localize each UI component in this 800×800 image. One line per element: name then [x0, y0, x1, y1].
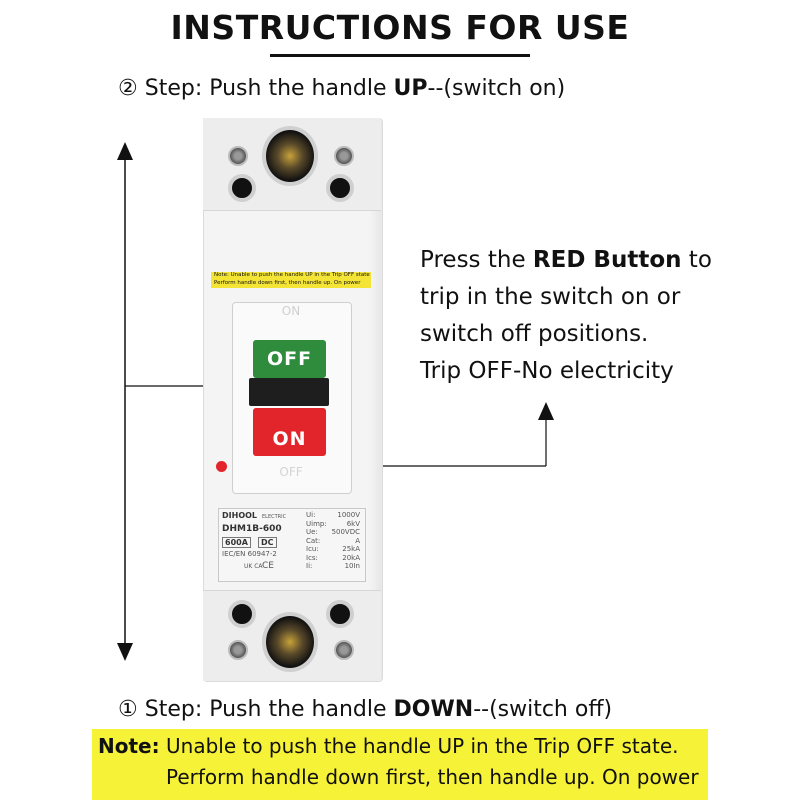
spec-row: Uimp: 6kV [306, 520, 360, 529]
step-one-suffix: --(switch off) [473, 697, 613, 722]
spec-key: Ii: [306, 562, 313, 570]
step-two-bold: UP [393, 76, 428, 101]
spec-key: Cat: [306, 536, 321, 545]
bottom-left-mount-hole-icon [228, 600, 256, 628]
press-bold: RED Button [532, 247, 682, 273]
step-one-number: ① [118, 697, 138, 722]
spec-value: 20kA [342, 553, 360, 562]
up-arrow-head [117, 142, 133, 160]
spec-row: Ii: 10In [306, 562, 360, 571]
breaker-warning-strip [211, 272, 371, 288]
off-position-label: OFF [279, 465, 303, 479]
spec-value: 6kV [346, 519, 360, 528]
bottom-left-screw-icon [228, 640, 248, 660]
note-label: Note: [98, 734, 160, 758]
spec-row: Ui: 1000V [306, 511, 360, 520]
top-left-mount-hole-icon [228, 174, 256, 202]
bottom-right-mount-hole-icon [326, 600, 354, 628]
spec-value: A [355, 536, 360, 545]
title-underline [270, 54, 530, 57]
press-line3: switch off positions. [420, 321, 649, 347]
brand-sub-label: ELECTRIC [262, 514, 287, 520]
step-two-number: ② [118, 76, 138, 101]
spec-list: Ui: 1000V Uimp: 6kV Ue: 500VDC Cat: A Icu: 25… [306, 511, 360, 571]
press-pre: Press the [420, 247, 533, 273]
press-post: to [681, 247, 712, 273]
breaker-warning-line2: Perform handle down first, then handle u… [214, 280, 361, 286]
spec-row: Ue: 500VDC [306, 528, 360, 537]
note-line1: Unable to push the handle UP in the Trip… [166, 734, 679, 758]
step-one-prefix: Step: Push the handle [144, 697, 394, 722]
spec-value: 1000V [337, 511, 360, 519]
note-box [92, 729, 708, 800]
breaker-handle[interactable] [249, 378, 329, 406]
on-position-label: ON [281, 304, 301, 318]
top-right-mount-hole-icon [326, 174, 354, 202]
ukca-mark: UK CA [244, 563, 263, 570]
current-type-label: DC [258, 537, 277, 548]
red-button-arrow-head [538, 402, 554, 420]
spec-value: 10In [344, 562, 360, 570]
step-one-instruction: ① Step: Push the handle DOWN--(switch of… [118, 697, 612, 722]
spec-row: Ics: 20kA [306, 554, 360, 563]
top-right-screw-icon [334, 146, 354, 166]
spec-value: 25kA [342, 545, 360, 553]
step-two-prefix: Step: Push the handle [144, 76, 394, 101]
bottom-right-screw-icon [334, 640, 354, 660]
model-label: DHM1B-600 [222, 524, 282, 534]
top-terminal-icon [262, 126, 318, 186]
ce-mark: CE [262, 561, 274, 571]
red-button-instructions: Press the RED Button to trip in the swit… [420, 242, 712, 390]
spec-label-panel [218, 508, 366, 582]
spec-key: Ics: [306, 553, 318, 562]
press-line2: trip in the switch on or [420, 284, 681, 310]
note-line2: Perform handle down first, then handle u… [166, 765, 699, 789]
rating-label: 600A [222, 537, 251, 548]
step-one-bold: DOWN [393, 697, 474, 722]
on-indicator: ON [253, 408, 326, 456]
spec-key: Uimp: [306, 519, 327, 528]
spec-key: Ui: [306, 511, 316, 519]
spec-key: Ue: [306, 528, 318, 536]
step-two-suffix: --(switch on) [427, 76, 566, 101]
top-left-screw-icon [228, 146, 248, 166]
step-two-instruction: ② Step: Push the handle UP--(switch on) [118, 76, 565, 101]
spec-row: Icu: 25kA [306, 545, 360, 554]
spec-key: Icu: [306, 545, 319, 553]
standard-label: IEC/EN 60947-2 [222, 550, 277, 558]
spec-row: Cat: A [306, 537, 360, 546]
red-trip-button[interactable] [216, 461, 227, 472]
press-line4: Trip OFF-No electricity [420, 358, 674, 384]
down-arrow-head [117, 643, 133, 661]
brand-label: DIHOOL [222, 511, 258, 520]
bottom-terminal-icon [262, 612, 318, 672]
spec-value: 500VDC [331, 528, 360, 536]
press-line1: Press the RED Button to [420, 242, 712, 279]
breaker-warning-line1: Note: Unable to push the handle UP in th… [214, 272, 370, 278]
off-indicator: OFF [253, 340, 326, 378]
page-title: INSTRUCTIONS FOR USE [170, 8, 630, 47]
